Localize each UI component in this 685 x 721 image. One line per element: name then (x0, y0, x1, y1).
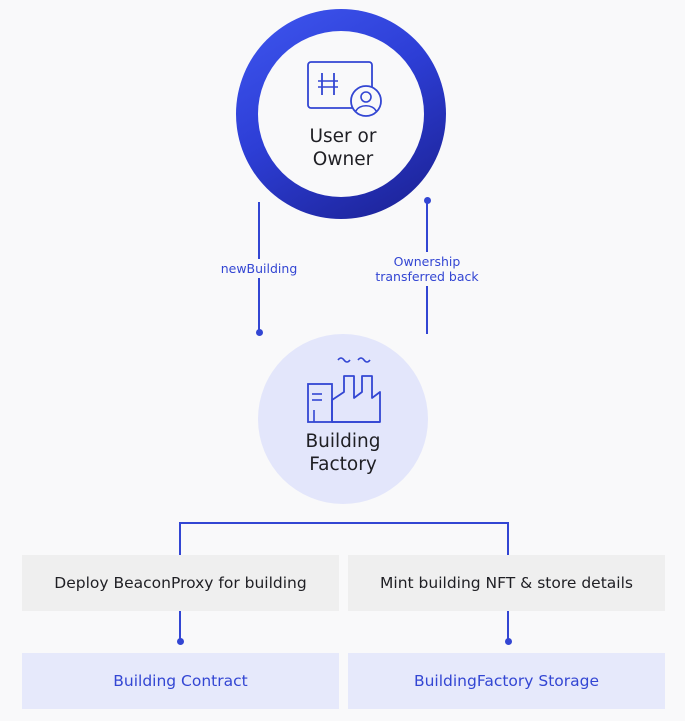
user-owner-label: User or Owner (309, 126, 377, 170)
ownership-edge-label: Ownership transferred back (364, 252, 490, 286)
user-owner-node (236, 9, 446, 219)
new-building-arrow-dot (255, 329, 263, 336)
user-owner-node-inner (258, 31, 424, 197)
building-factory-storage-box: BuildingFactory Storage (348, 653, 665, 709)
mint-nft-label: Mint building NFT & store details (380, 574, 633, 592)
new-building-edge-label: newBuilding (210, 259, 308, 278)
branch-horizontal-connector (179, 522, 509, 524)
building-contract-box: Building Contract (22, 653, 339, 709)
mint-to-storage-connector (507, 611, 509, 641)
mint-to-storage-dot (504, 638, 512, 645)
building-factory-label: Building Factory (305, 431, 381, 475)
branch-left-connector (179, 522, 181, 555)
deploy-to-contract-dot (176, 638, 184, 645)
building-contract-label: Building Contract (113, 672, 248, 690)
user-badge-icon (307, 61, 382, 117)
deploy-beacon-proxy-label: Deploy BeaconProxy for building (54, 574, 307, 592)
deploy-beacon-proxy-box: Deploy BeaconProxy for building (22, 555, 339, 611)
deploy-to-contract-connector (179, 611, 181, 641)
factory-icon (307, 357, 381, 423)
building-factory-node (258, 334, 428, 504)
branch-right-connector (507, 522, 509, 555)
building-factory-storage-label: BuildingFactory Storage (413, 672, 600, 690)
mint-nft-box: Mint building NFT & store details (348, 555, 665, 611)
